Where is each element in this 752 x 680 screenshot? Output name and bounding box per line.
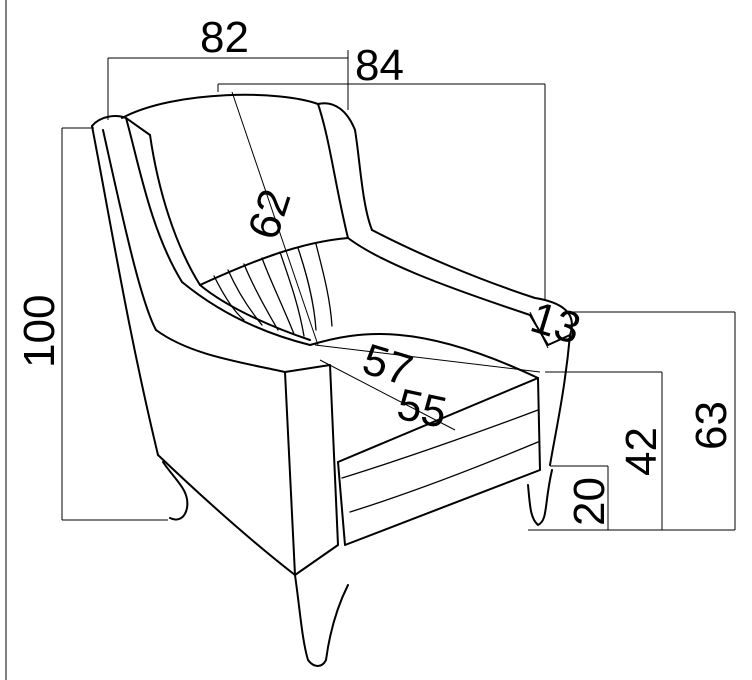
back-top-edge [121, 93, 319, 119]
seat-cushion-front [337, 377, 541, 546]
label-leg-height: 20 [565, 477, 614, 526]
label-depth-total: 84 [355, 41, 404, 90]
armchair-drawing [91, 93, 573, 667]
back-cushion-lower [199, 284, 311, 341]
seat-cushion-piping [341, 409, 539, 479]
right-arm-side [549, 334, 571, 466]
channel-3 [243, 263, 279, 331]
label-seat-height: 42 [617, 427, 666, 476]
label-back-height: 62 [239, 183, 301, 245]
label-armrest-height: 63 [687, 401, 736, 450]
left-wing-inner [125, 117, 183, 283]
channel-6 [297, 247, 317, 331]
left-arm-top [155, 329, 286, 373]
base-bottom [157, 454, 296, 576]
back-cushion-bottom [199, 237, 349, 286]
dimension-lines [61, 50, 736, 531]
label-seat-depth-inner: 55 [393, 380, 451, 438]
channel-2 [227, 269, 263, 326]
channel-1 [213, 275, 245, 321]
right-wing-outer [317, 102, 373, 231]
leg-back-left [162, 461, 189, 521]
label-armrest-thickness: 13 [525, 293, 586, 354]
channel-7 [315, 243, 333, 327]
left-wing-outer [91, 115, 151, 136]
channel-5 [279, 251, 305, 337]
right-arm-top [371, 229, 573, 336]
left-side-outer [91, 125, 159, 456]
right-wing-inner [317, 103, 349, 239]
inner-back-left [149, 134, 201, 286]
seat-cushion-top [309, 333, 539, 463]
leg-front-left [294, 574, 349, 667]
label-width-total: 82 [200, 13, 249, 62]
label-height-total: 100 [15, 295, 64, 368]
channel-4 [261, 257, 295, 335]
leg-front-right [527, 469, 553, 526]
right-arm-inner [347, 237, 531, 316]
left-arm-inner [181, 281, 311, 346]
left-side-inner [102, 129, 157, 331]
left-arm-front-panel [284, 364, 339, 576]
seat-cushion-piping-2 [349, 441, 539, 513]
